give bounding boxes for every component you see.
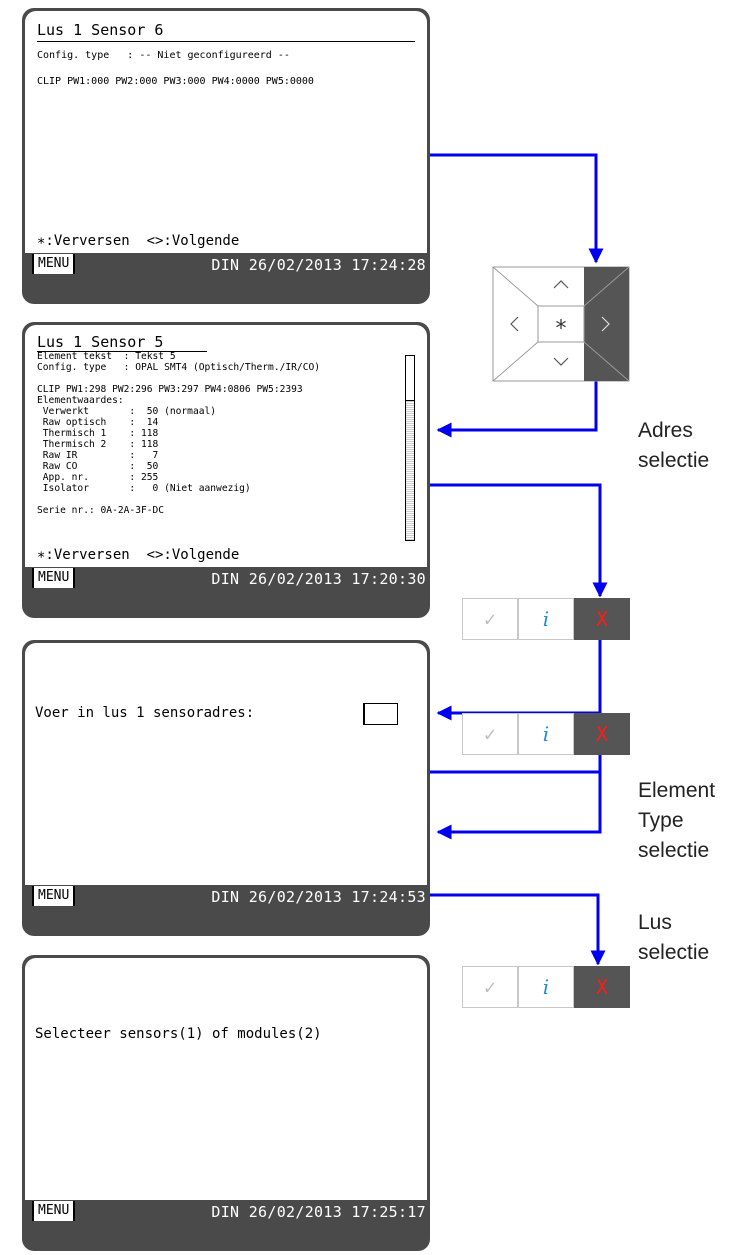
softkey-row-2: ✓ i X <box>462 713 630 755</box>
sensor-detail-line: Raw IR : 7 <box>37 450 159 461</box>
keypad-left-button[interactable] <box>494 306 536 342</box>
screen-title: Lus 1 Sensor 6 <box>37 21 164 39</box>
footer-hint: ∗:Verversen <>:Volgende <box>37 233 240 249</box>
arrow-buttons1-to-screen3 <box>436 638 602 721</box>
label-adres-selectie: Adres selectie <box>638 419 710 472</box>
cancel-button[interactable]: X <box>574 966 630 1008</box>
sensor-detail-line: Elementwaardes: <box>37 395 124 406</box>
cancel-button[interactable]: X <box>574 598 630 640</box>
arrow-keypad-to-screen2 <box>436 366 598 438</box>
label-element-type-selectie: Element Type selectie <box>638 779 716 862</box>
keypad-center-button[interactable]: ∗ <box>554 311 568 337</box>
menu-button[interactable]: MENU <box>32 568 76 588</box>
info-button[interactable]: i <box>518 966 574 1008</box>
device-screen-4: Selecteer sensors(1) of modules(2) MENU … <box>22 955 430 1251</box>
status-datetime: DIN 26/02/2013 17:25:17 <box>211 1203 426 1221</box>
sensor-detail-line: Element tekst : Tekst 5 <box>37 351 176 362</box>
address-prompt: Voer in lus 1 sensoradres: <box>35 705 255 721</box>
sensor-detail-line: Config. type : OPAL SMT4 (Optisch/Therm.… <box>37 362 321 373</box>
status-datetime: DIN 26/02/2013 17:24:53 <box>211 888 426 906</box>
scrollbar-thumb[interactable] <box>406 356 414 401</box>
sensor-detail-line: Raw CO : 50 <box>37 461 159 472</box>
title-underline <box>37 41 415 42</box>
sensor-detail-line <box>37 373 402 384</box>
status-datetime: DIN 26/02/2013 17:20:30 <box>211 570 426 588</box>
lcd-screen-4: Selecteer sensors(1) of modules(2) <box>25 958 427 1200</box>
keypad-up-button[interactable] <box>538 268 584 304</box>
device-screen-1: Lus 1 Sensor 6 Config. type : -- Niet ge… <box>22 8 430 304</box>
sensor-detail-line <box>37 494 402 505</box>
confirm-button[interactable]: ✓ <box>462 966 518 1008</box>
arrow-screen4-to-buttons3 <box>430 893 606 966</box>
sensor-detail-line: Thermisch 2 : 118 <box>37 439 159 450</box>
confirm-button[interactable]: ✓ <box>462 598 518 640</box>
arrow-screen1-to-keypad <box>430 153 604 264</box>
sensor-detail-line: Verwerkt : 50 (normaal) <box>37 406 217 417</box>
cancel-button[interactable]: X <box>574 713 630 755</box>
softkey-row-1: ✓ i X <box>462 598 630 640</box>
scrollbar[interactable] <box>405 355 415 541</box>
keypad-right-button[interactable] <box>586 306 628 342</box>
keypad-right <box>584 267 629 381</box>
sensor-detail-line: Thermisch 1 : 118 <box>37 428 159 439</box>
softkey-row-3: ✓ i X <box>462 966 630 1008</box>
footer-hint: ∗:Verversen <>:Volgende <box>37 547 240 563</box>
screen-title: Lus 1 Sensor 5 <box>37 333 164 351</box>
sensor-detail-line: Serie nr.: 0A-2A-3F-DC <box>37 505 165 516</box>
menu-button[interactable]: MENU <box>32 254 76 274</box>
status-datetime: DIN 26/02/2013 17:24:28 <box>211 256 426 274</box>
navigation-keypad: ∗ <box>492 266 630 382</box>
keypad-down-button[interactable] <box>538 344 584 380</box>
title-underline <box>37 351 207 352</box>
lcd-screen-1: Lus 1 Sensor 6 Config. type : -- Niet ge… <box>25 11 427 253</box>
arrow-buttons2-to-screen4 <box>436 754 602 840</box>
arrow-screen2-to-buttons1 <box>430 483 608 598</box>
sensor-detail-line: App. nr. : 255 <box>37 472 159 483</box>
info-button[interactable]: i <box>518 598 574 640</box>
clip-line: CLIP PW1:000 PW2:000 PW3:000 PW4:0000 PW… <box>37 76 314 87</box>
selection-prompt: Selecteer sensors(1) of modules(2) <box>35 1026 322 1042</box>
label-lus-selectie: Lus selectie <box>638 911 710 964</box>
menu-button[interactable]: MENU <box>32 1201 76 1221</box>
sensor-detail-line: CLIP PW1:298 PW2:296 PW3:297 PW4:0806 PW… <box>37 384 303 395</box>
address-input[interactable] <box>363 703 398 725</box>
sensor-detail-line: Isolator : 0 (Niet aanwezig) <box>37 483 251 494</box>
lcd-screen-3: Voer in lus 1 sensoradres: <box>25 643 427 885</box>
info-button[interactable]: i <box>518 713 574 755</box>
device-screen-3: Voer in lus 1 sensoradres: MENU DIN 26/0… <box>22 640 430 936</box>
config-type-line: Config. type : -- Niet geconfigureerd -- <box>37 50 290 61</box>
sensor-detail-line: Raw optisch : 14 <box>37 417 159 428</box>
confirm-button[interactable]: ✓ <box>462 713 518 755</box>
menu-button[interactable]: MENU <box>32 886 76 906</box>
